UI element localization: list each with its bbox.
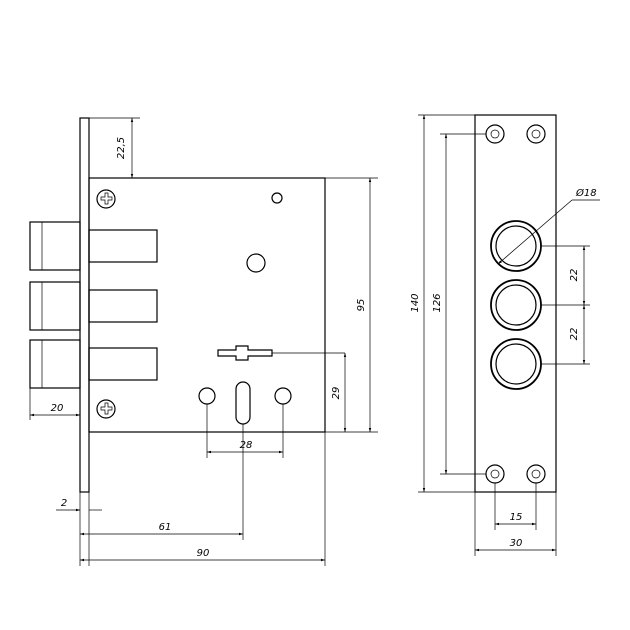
bolt-hole-3 xyxy=(490,338,542,390)
dim-label-backset: 61 xyxy=(159,522,172,533)
dim-label-hole-spacing-vertical: 126 xyxy=(432,293,443,312)
plate-hole-bottom-right xyxy=(526,464,546,484)
plate-hole-top-right xyxy=(526,124,546,144)
outer-bolt-1 xyxy=(29,221,81,271)
dim-body-width: 90 xyxy=(80,432,326,566)
dim-label-bolt-spacing-1: 22 xyxy=(569,269,580,282)
dim-label-body-width: 90 xyxy=(197,548,210,559)
dim-top-offset: 22,5 xyxy=(89,117,140,178)
strike-plate-view: Ø18 22 22 140 126 xyxy=(410,114,600,556)
bolt-hole-2 xyxy=(490,279,542,331)
cross-screw-icon xyxy=(96,399,116,419)
cylinder-hole-right xyxy=(274,387,292,405)
key-lever xyxy=(217,345,273,361)
dim-label-bolt-projection: 20 xyxy=(51,403,64,414)
cylinder-hole-left xyxy=(198,387,216,405)
dim-body-height: 95 xyxy=(325,177,378,433)
inner-bolt-3 xyxy=(88,347,158,381)
dim-label-faceplate-thickness: 2 xyxy=(61,498,67,509)
dim-backset: 61 xyxy=(80,424,244,540)
dim-faceplate-thickness: 2 xyxy=(56,432,102,566)
dim-label-plate-height: 140 xyxy=(410,293,421,312)
dim-plate-height: 140 xyxy=(410,114,475,493)
dim-label-plate-width: 30 xyxy=(510,538,523,549)
outer-bolt-3 xyxy=(29,339,81,389)
faceplate-profile xyxy=(79,117,90,493)
dim-keyhole-height: 29 xyxy=(331,353,347,432)
body-hole-small xyxy=(271,192,283,204)
dim-plate-width: 30 xyxy=(474,492,557,556)
lock-side-view: 22,5 95 29 20 28 xyxy=(29,117,378,566)
plate-hole-bottom-left xyxy=(485,464,505,484)
inner-bolts xyxy=(88,229,158,381)
dim-bolt-projection: 20 xyxy=(29,388,80,420)
inner-bolt-2 xyxy=(88,289,158,323)
dim-bolt-diameter: Ø18 xyxy=(497,187,600,265)
lock-body xyxy=(88,177,326,433)
plate-hole-top-left xyxy=(485,124,505,144)
dim-label-top-offset: 22,5 xyxy=(116,137,127,159)
keyhole xyxy=(235,381,251,425)
dim-label-bolt-spacing-2: 22 xyxy=(569,328,580,341)
dim-label-body-height: 95 xyxy=(356,299,367,312)
cross-screw-icon xyxy=(96,189,116,209)
dim-hole-spacing-vertical: 126 xyxy=(432,133,486,475)
outer-bolts xyxy=(29,221,81,389)
dim-label-key-spacing: 28 xyxy=(240,440,253,451)
outer-bolt-2 xyxy=(29,281,81,331)
inner-bolt-1 xyxy=(88,229,158,263)
dim-key-spacing: 28 xyxy=(206,404,284,458)
dim-bolt-spacing: 22 22 xyxy=(541,245,590,365)
dim-label-keyhole-height: 29 xyxy=(331,387,342,400)
dim-label-hole-spacing-horizontal: 15 xyxy=(510,512,523,523)
strike-plate xyxy=(474,114,557,493)
spindle-hole xyxy=(246,253,266,273)
dim-hole-spacing-horizontal: 15 xyxy=(494,483,537,530)
dim-label-bolt-diameter: Ø18 xyxy=(575,187,597,199)
